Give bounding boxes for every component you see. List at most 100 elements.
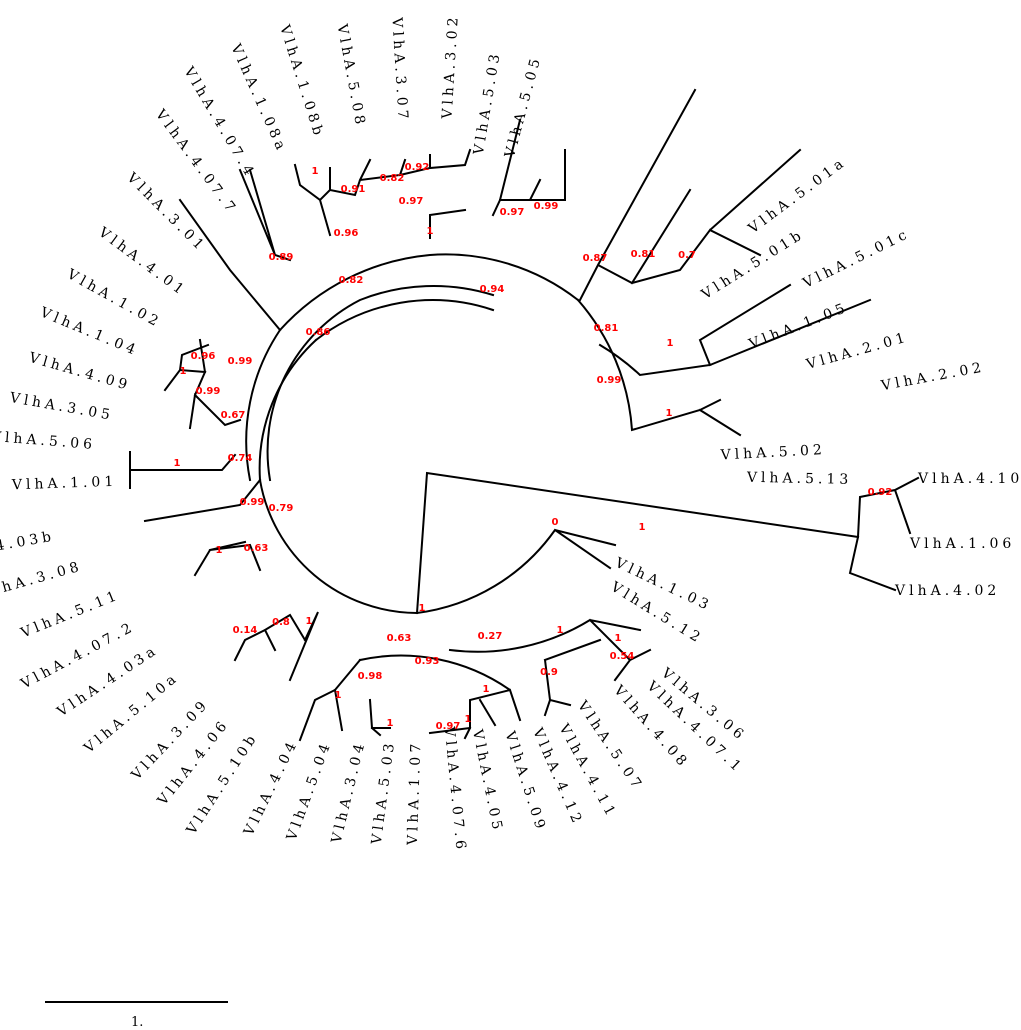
clade-4-04 [233, 611, 319, 682]
leaf-label: VlhA.1.07 [405, 740, 425, 847]
support-value: 0.97 [399, 196, 424, 207]
clade-1-03 [415, 528, 617, 615]
leaf-label: VlhA.1.05 [746, 300, 851, 353]
leaf-label: VlhA.3.02 [439, 13, 461, 120]
leaf-label: VlhA.5.01a [745, 154, 850, 237]
clade-1-01 [163, 338, 242, 430]
support-value: 0.14 [233, 625, 258, 636]
support-value: 0.7 [678, 250, 696, 261]
support-value: 0.81 [631, 249, 656, 260]
support-value: 0.67 [221, 410, 246, 421]
support-value: 1 [639, 522, 646, 533]
support-value: 0.94 [480, 284, 505, 295]
support-value: 1 [306, 616, 313, 627]
clade-4-12 [358, 654, 522, 740]
support-value: 1 [666, 408, 673, 419]
backbone-arc-5 [245, 253, 580, 482]
support-value: 0.74 [228, 453, 253, 464]
support-value: 1 [557, 625, 564, 636]
clade-5-01abc [578, 88, 802, 302]
support-value: 0.82 [339, 275, 364, 286]
support-value: 0.9 [540, 667, 558, 678]
support-value: 0.97 [436, 721, 461, 732]
support-value: 0.79 [269, 503, 294, 514]
leaf-label: VlhA.2.02 [879, 359, 986, 394]
support-value: 1 [615, 633, 622, 644]
root-branch [415, 471, 860, 615]
clade-4-01 [238, 168, 292, 262]
leaf-label: VlhA.4.09 [26, 350, 133, 395]
leaf-label: VlhA.4.10 [917, 471, 1021, 487]
leaf-label: VlhA.1.06 [909, 536, 1015, 552]
clade-3-06 [448, 618, 652, 717]
leaf-label: VlhA.3.07 [388, 16, 410, 123]
support-value: 1 [387, 718, 394, 729]
clade-5-05 [491, 118, 566, 217]
support-value: 0.82 [380, 173, 405, 184]
support-value: 1 [667, 338, 674, 349]
leaf-labels: VlhA.5.01aVlhA.5.01bVlhA.5.01cVlhA.1.05V… [0, 13, 1021, 854]
support-value: 0.27 [478, 631, 503, 642]
leaf-label: VlhA.5.03 [471, 49, 504, 157]
leaf-label: VlhA.5.03 [369, 739, 399, 847]
support-value: 0.99 [240, 497, 265, 508]
clade-5-03 [298, 658, 391, 742]
support-value: 0.99 [228, 356, 253, 367]
leaf-label: VlhA.4.05 [469, 727, 506, 834]
support-value: 1 [335, 690, 342, 701]
leaf-label: VlhA.3.01 [123, 169, 210, 256]
leaf-label: VlhA.4.02 [894, 583, 1000, 599]
leaf-label: VlhA.5.02 [719, 442, 826, 464]
leaf-label: VlhA.1.08b [276, 22, 327, 141]
support-value: 1 [174, 458, 181, 469]
support-value: 0.8 [272, 617, 290, 628]
support-value: 0.98 [358, 671, 383, 682]
support-value: 0.63 [244, 543, 269, 554]
backbone-arc-1 [258, 478, 419, 615]
support-value: 0.63 [387, 633, 412, 644]
clade-1-04 [178, 198, 282, 332]
support-value: 1 [427, 226, 434, 237]
tree-branches [129, 88, 920, 742]
leaf-label: VlhA.5.01b [698, 226, 807, 303]
support-value: 0.89 [269, 252, 294, 263]
leaf-label: VlhA.5.01c [800, 226, 913, 293]
support-value: 0.86 [306, 327, 331, 338]
support-value: 0 [552, 517, 559, 528]
support-value: 0.54 [610, 651, 635, 662]
scale-label: 1. [131, 1015, 143, 1030]
support-value: 0.81 [594, 323, 619, 334]
support-value: 0.96 [191, 351, 216, 362]
leaf-label: VlhA.5.13 [746, 470, 853, 488]
clade-4-03a [193, 540, 262, 577]
support-value: 1 [419, 603, 426, 614]
clade-top [293, 148, 472, 239]
support-value: 1 [465, 714, 472, 725]
support-value: 0.93 [415, 656, 440, 667]
leaf-label: VlhA.3.05 [8, 390, 116, 424]
leaf-label: VlhA.2.01 [804, 329, 911, 373]
leaf-label: VlhA.3.08 [0, 558, 84, 602]
outgroup-clade [848, 476, 920, 592]
support-value: 1 [216, 545, 223, 556]
leaf-label: VlhA.5.06 [0, 429, 97, 453]
leaf-label: VlhA.1.01 [11, 474, 118, 494]
support-value: 1 [180, 366, 187, 377]
clade-5-11 [143, 478, 262, 523]
leaf-label: VlhA.3.04 [328, 739, 368, 846]
support-value: 0.92 [868, 487, 893, 498]
leaf-label: VlhA.4.03b [0, 528, 56, 564]
support-value: 1 [312, 166, 319, 177]
support-value: 0.91 [341, 184, 366, 195]
support-value: 0.99 [534, 201, 559, 212]
clade-4-03b [129, 451, 237, 489]
clade-5-01 [576, 298, 742, 437]
clade-2 [598, 283, 872, 377]
backbone-arc-4 [266, 285, 495, 482]
support-value: 0.99 [597, 375, 622, 386]
support-value: 0.87 [583, 253, 608, 264]
leaf-label: VlhA.5.08 [333, 22, 368, 129]
backbone-arc-2 [258, 338, 318, 482]
